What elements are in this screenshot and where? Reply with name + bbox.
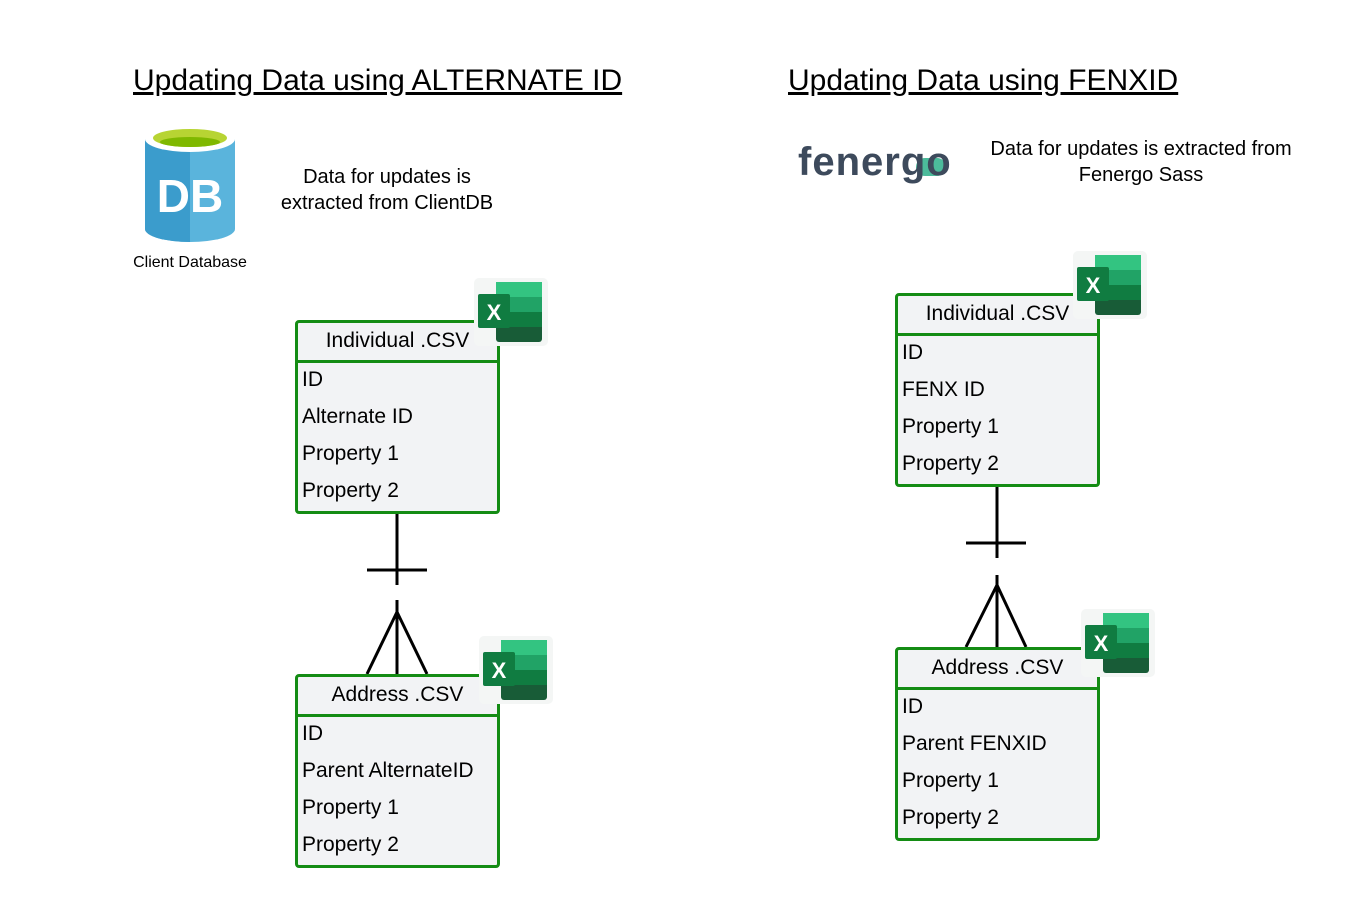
table-row: Property 2 [302, 833, 399, 856]
excel-icon: X [479, 636, 553, 704]
left-note: Data for updates is extracted from Clien… [280, 166, 494, 214]
table-row: Property 1 [302, 796, 399, 819]
table-row: ID [902, 341, 923, 364]
right-title: Updating Data using FENXID [788, 64, 1179, 97]
right-note: Data for updates is extracted from Fener… [990, 138, 1292, 186]
table-row: Property 1 [902, 769, 999, 792]
left-title: Updating Data using ALTERNATE ID [133, 64, 623, 97]
fenergo-logo-text: fenergo [798, 140, 952, 184]
table-row: FENX ID [902, 378, 985, 401]
table-row: Property 1 [902, 415, 999, 438]
table-row: Property 1 [302, 442, 399, 465]
svg-text:X: X [1094, 631, 1109, 656]
right-individual-table: Individual .CSV ID FENX ID Property 1 Pr… [895, 293, 1100, 487]
table-row: Property 2 [302, 479, 399, 502]
svg-text:X: X [487, 300, 502, 325]
right-address-table: Address .CSV ID Parent FENXID Property 1… [895, 647, 1100, 841]
fenergo-logo: fenergo [798, 140, 952, 184]
table-row: Property 2 [902, 806, 999, 829]
table-header: Address .CSV [898, 650, 1097, 690]
table-row: Parent AlternateID [302, 759, 474, 782]
table-row: Alternate ID [302, 405, 413, 428]
svg-text:X: X [1086, 273, 1101, 298]
table-row: ID [902, 695, 923, 718]
table-header: Address .CSV [298, 677, 497, 717]
db-icon-text: DB [157, 170, 223, 222]
client-database-label: Client Database [133, 254, 247, 271]
excel-icon: X [1081, 609, 1155, 677]
left-individual-table: Individual .CSV ID Alternate ID Property… [295, 320, 500, 514]
table-header: Individual .CSV [898, 296, 1097, 336]
excel-icon: X [474, 278, 548, 346]
table-row: Parent FENXID [902, 732, 1047, 755]
svg-text:X: X [492, 658, 507, 683]
table-row: ID [302, 722, 323, 745]
table-header: Individual .CSV [298, 323, 497, 363]
table-row: Property 2 [902, 452, 999, 475]
table-row: ID [302, 368, 323, 391]
left-address-table: Address .CSV ID Parent AlternateID Prope… [295, 674, 500, 868]
database-icon: DB [145, 126, 235, 242]
excel-icon: X [1073, 251, 1147, 319]
